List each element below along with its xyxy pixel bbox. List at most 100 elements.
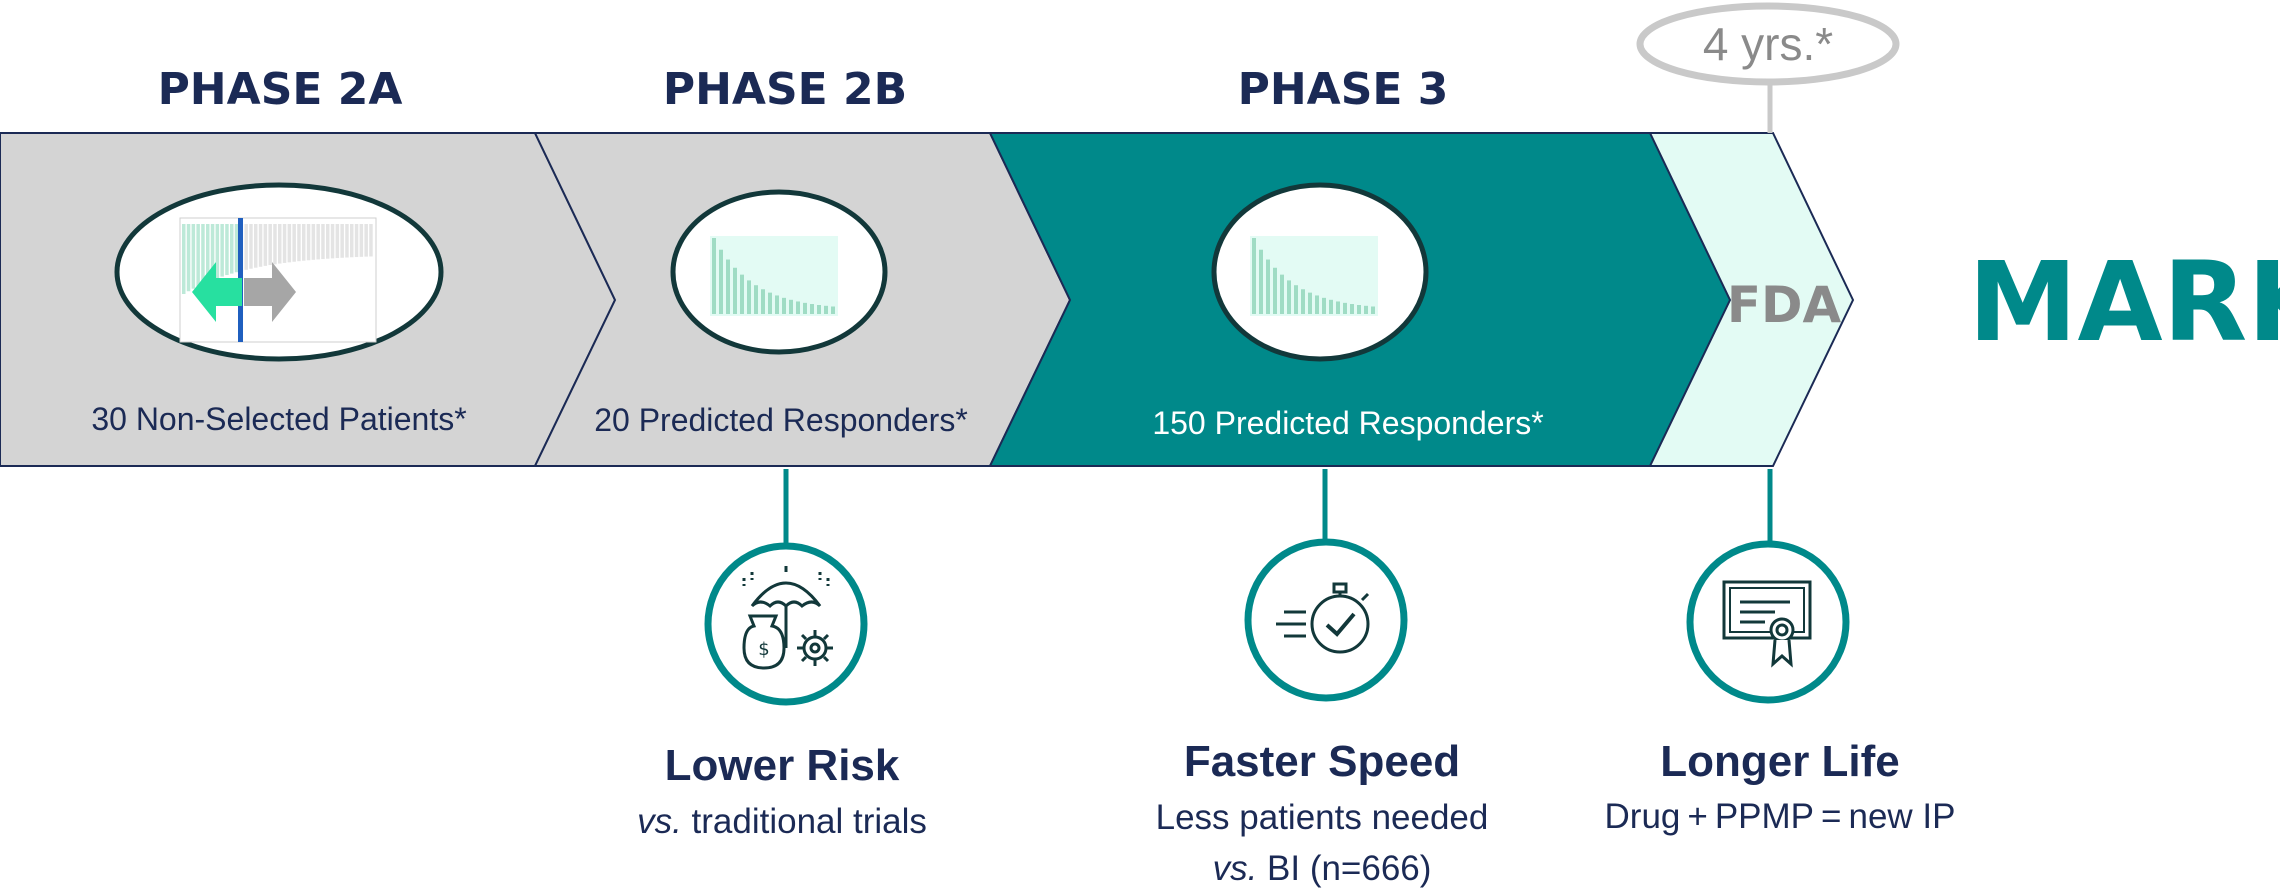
- faster-speed-subtitle-line1: Less patients needed: [1156, 798, 1489, 837]
- phase-2a-title: PHASE 2A: [158, 64, 403, 115]
- risk-umbrella-money-gear-icon: $: [742, 566, 833, 670]
- lower-risk-subtitle: vs. traditional trials: [637, 802, 927, 841]
- waterfall-bar: [369, 224, 373, 257]
- waterfall-bar: [1357, 304, 1361, 314]
- waterfall-bar: [234, 224, 239, 273]
- waterfall-bar: [359, 224, 364, 257]
- duration-bubble-label: 4 yrs.*: [1703, 18, 1833, 70]
- waterfall-bar: [364, 224, 368, 257]
- waterfall-bar: [287, 224, 292, 263]
- faster-speed-subtitle-line2: vs. BI (n=666): [1213, 849, 1432, 888]
- phase-2b-waterfall-thumbnail: [670, 189, 888, 355]
- waterfall-bar: [789, 299, 793, 314]
- waterfall-bar: [1336, 301, 1340, 314]
- waterfall-bar: [1287, 280, 1291, 314]
- waterfall-bar: [306, 224, 311, 261]
- duration-bubble: [1636, 2, 1900, 86]
- phase-3-caption: 150 Predicted Responders*: [1152, 405, 1543, 441]
- waterfall-bar: [330, 224, 335, 259]
- waterfall-bar: [754, 285, 758, 314]
- waterfall-bar: [206, 224, 210, 282]
- phase-2b-title: PHASE 2B: [663, 64, 907, 115]
- waterfall-bar: [817, 304, 821, 314]
- longer-life-title: Longer Life: [1660, 737, 1900, 786]
- waterfall-bar: [201, 224, 205, 285]
- left-green-arrow-icon: [192, 262, 242, 322]
- waterfall-bar: [302, 224, 306, 261]
- waterfall-bar: [719, 249, 723, 314]
- waterfall-bar: [761, 289, 765, 314]
- waterfall-bar: [1329, 299, 1333, 314]
- waterfall-bar: [273, 224, 277, 265]
- waterfall-bar: [775, 295, 779, 314]
- right-gray-arrow-icon: [244, 262, 296, 322]
- waterfall-bar: [292, 224, 296, 262]
- waterfall-bar: [258, 224, 263, 267]
- waterfall-bar: [782, 297, 786, 314]
- waterfall-bar: [824, 305, 828, 314]
- waterfall-bar: [340, 224, 344, 258]
- waterfall-bar: [268, 224, 272, 266]
- waterfall-bar: [345, 224, 349, 258]
- waterfall-bar: [335, 224, 340, 259]
- waterfall-bar: [350, 224, 354, 258]
- stopwatch-check-icon: [1276, 582, 1370, 654]
- waterfall-bar: [230, 224, 234, 274]
- faster-speed-circle: [1244, 538, 1408, 702]
- waterfall-bar: [1308, 292, 1312, 314]
- waterfall-bar: [1371, 306, 1375, 314]
- waterfall-bar: [1273, 267, 1277, 314]
- waterfall-bar: [1350, 304, 1354, 314]
- waterfall-bar: [182, 224, 186, 294]
- longer-life-circle: [1686, 540, 1850, 704]
- waterfall-bar: [796, 301, 800, 314]
- waterfall-bar: [1315, 295, 1319, 314]
- phase-3-waterfall-thumbnail: [1211, 182, 1429, 362]
- waterfall-bar: [220, 224, 224, 277]
- waterfall-bar: [733, 267, 737, 314]
- lower-risk-title: Lower Risk: [665, 741, 900, 790]
- waterfall-bar: [196, 224, 200, 287]
- waterfall-bar: [249, 224, 253, 269]
- waterfall-bar: [803, 302, 807, 314]
- waterfall-bar: [215, 224, 220, 279]
- phase-2a-bars: [182, 224, 373, 294]
- waterfall-bar: [321, 224, 325, 260]
- phase-2a-waterfall-thumbnail: [114, 182, 444, 362]
- waterfall-bar: [278, 224, 282, 264]
- fda-label: FDA: [1727, 276, 1842, 334]
- phase-3-title: PHASE 3: [1238, 64, 1449, 115]
- waterfall-bar: [1266, 259, 1270, 314]
- waterfall-bar: [726, 259, 730, 314]
- waterfall-bar: [244, 224, 248, 270]
- waterfall-bar: [297, 224, 301, 262]
- waterfall-bar: [768, 292, 772, 314]
- waterfall-bar: [1280, 274, 1284, 314]
- svg-text:$: $: [758, 639, 769, 660]
- waterfall-bar: [354, 224, 359, 258]
- waterfall-bar: [712, 238, 716, 314]
- waterfall-bar: [191, 224, 196, 289]
- faster-speed-title: Faster Speed: [1184, 737, 1460, 786]
- waterfall-bar: [1301, 289, 1305, 314]
- waterfall-bar: [1322, 297, 1326, 314]
- waterfall-bar: [254, 224, 258, 268]
- waterfall-bar: [1364, 305, 1368, 314]
- waterfall-bar: [225, 224, 229, 276]
- market-label: MARKET: [1968, 238, 2280, 366]
- waterfall-bar: [326, 224, 330, 259]
- waterfall-bar: [1343, 302, 1347, 314]
- waterfall-bar: [747, 280, 751, 314]
- waterfall-bar: [1252, 238, 1256, 314]
- waterfall-bar: [186, 224, 191, 292]
- waterfall-bar: [1294, 285, 1298, 314]
- waterfall-bar: [316, 224, 320, 260]
- waterfall-bar: [810, 304, 814, 314]
- waterfall-bar: [282, 224, 287, 263]
- waterfall-bar: [831, 306, 835, 314]
- waterfall-bar: [311, 224, 316, 260]
- phase-2a-caption: 30 Non-Selected Patients*: [91, 401, 466, 437]
- phase-2b-caption: 20 Predicted Responders*: [594, 402, 968, 438]
